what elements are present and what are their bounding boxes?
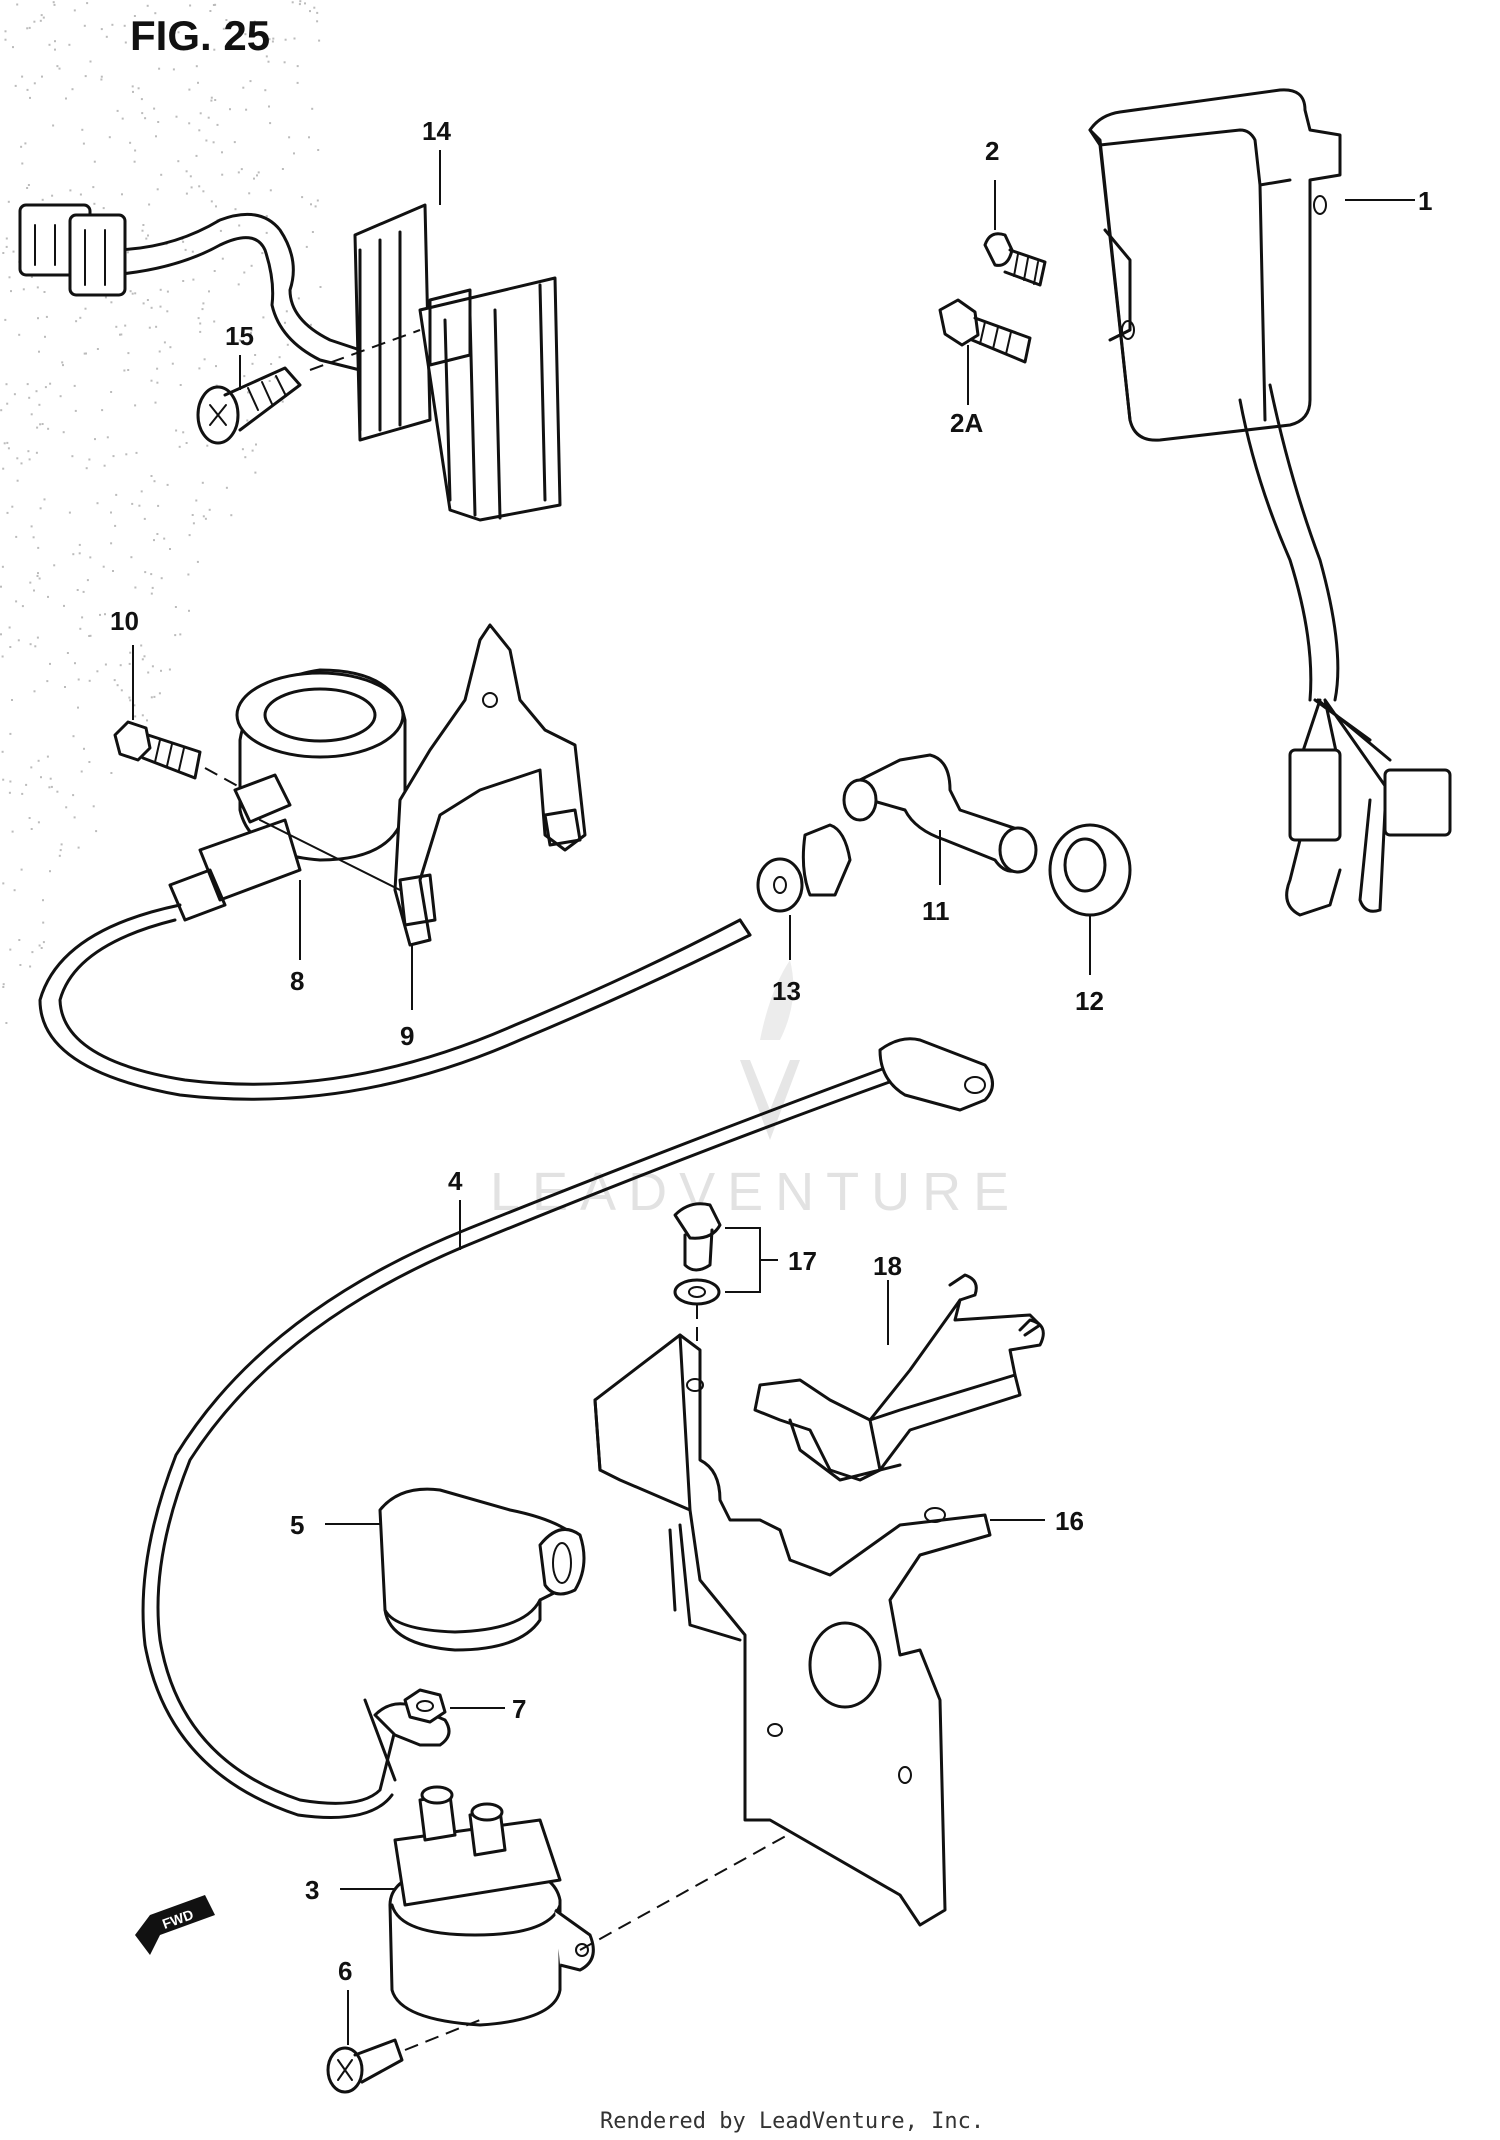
callout-11: 11 — [922, 896, 950, 926]
callout-2a: 2A — [950, 408, 983, 438]
callout-1: 1 — [1418, 186, 1432, 216]
callout-15: 15 — [225, 321, 254, 351]
watermark: LEADVENTURE — [490, 960, 1021, 1222]
forward-arrow-icon: FWD — [135, 1895, 215, 1955]
bolt-2a — [938, 298, 1032, 364]
callout-12: 12 — [1075, 986, 1104, 1016]
terminal-cap — [378, 1487, 586, 1652]
relay-bracket — [593, 1333, 992, 1927]
regulator-rectifier — [18, 203, 562, 522]
footer-credit: Rendered by LeadVenture, Inc. — [600, 2109, 984, 2134]
callout-3: 3 — [305, 1875, 319, 1905]
ignition-coil — [38, 668, 752, 1101]
watermark-text: LEADVENTURE — [490, 1162, 1021, 1222]
bolt-2 — [983, 232, 1047, 287]
scan-texture — [0, 0, 322, 1024]
callout-6: 6 — [338, 1956, 352, 1986]
callout-4: 4 — [448, 1166, 463, 1196]
figure-title: FIG. 25 — [130, 12, 270, 59]
callout-5: 5 — [290, 1510, 304, 1540]
callout-17: 17 — [788, 1246, 817, 1276]
callout-18: 18 — [873, 1251, 902, 1281]
nut-7 — [403, 1688, 447, 1724]
callout-13: 13 — [772, 976, 801, 1006]
screw-6 — [326, 2019, 481, 2094]
callout-10: 10 — [110, 606, 139, 636]
bolt-10 — [113, 720, 246, 791]
spark-plug-cap — [842, 753, 1038, 874]
bolt-washer-17 — [673, 1202, 722, 1385]
screw-15 — [196, 329, 421, 445]
plug-terminal — [756, 823, 852, 913]
callout-16: 16 — [1055, 1506, 1084, 1536]
ring-seal — [1048, 823, 1132, 917]
callout-8: 8 — [290, 966, 304, 996]
rubber-band — [753, 1273, 1045, 1482]
leader-17 — [725, 1227, 778, 1293]
coil-bracket — [259, 623, 587, 947]
callout-14: 14 — [422, 116, 451, 146]
cdi-unit — [1088, 88, 1452, 917]
starter-relay — [388, 1785, 595, 2027]
callout-7: 7 — [512, 1694, 526, 1724]
callout-2: 2 — [985, 136, 999, 166]
callout-9: 9 — [400, 1021, 414, 1051]
